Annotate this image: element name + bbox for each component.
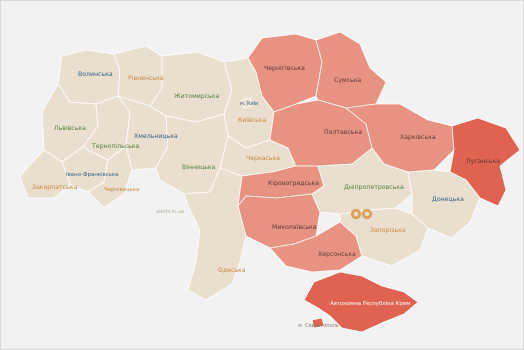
label-zaporizka: Запорізька bbox=[370, 226, 406, 234]
label-zakarpatska: Закарпатська bbox=[32, 184, 77, 191]
label-kyiv-city: м. Київ bbox=[240, 101, 258, 107]
label-cherkaska: Черкаська bbox=[246, 155, 280, 162]
label-khmelnytska: Хмельницька bbox=[134, 133, 178, 140]
label-lvivska: Львівська bbox=[54, 124, 86, 132]
label-mykolaivska: Миколаївська bbox=[272, 223, 317, 231]
region-odeska[interactable] bbox=[183, 167, 247, 301]
label-khersonska: Херсонська bbox=[318, 251, 356, 258]
label-volynska: Волинська bbox=[78, 71, 113, 78]
label-rivnenska: Рівненська bbox=[128, 74, 164, 82]
region-zakarpatska[interactable] bbox=[19, 149, 71, 199]
label-donetska: Донецька bbox=[432, 196, 464, 203]
label-luhanska: Луганська bbox=[466, 158, 500, 165]
label-kirovohradska: Кіровоградська bbox=[268, 179, 319, 187]
region-crimea[interactable] bbox=[303, 271, 419, 333]
label-vinnytska: Вінницька bbox=[182, 163, 216, 171]
region-zhytomyrska[interactable] bbox=[149, 51, 233, 123]
region-labels: Волинська Рівненська Житомирська м. Київ… bbox=[32, 64, 500, 329]
label-poltavska: Полтавська bbox=[324, 129, 362, 136]
label-dnipropetrovska: Дніпропетровська bbox=[344, 183, 404, 191]
region-kharkivska[interactable] bbox=[345, 103, 455, 173]
alerts-logo-icon bbox=[350, 208, 373, 220]
region-donetska[interactable] bbox=[407, 169, 481, 239]
label-kharkivska: Харківська bbox=[400, 133, 436, 141]
label-zhytomyrska: Житомирська bbox=[174, 93, 219, 100]
region-chernivetska[interactable] bbox=[87, 145, 133, 209]
label-crimea: Автономна Республіка Крим bbox=[330, 301, 410, 307]
region-zaporizka[interactable] bbox=[339, 207, 429, 267]
label-ivano-frankivska: Івано-Франківська bbox=[66, 172, 118, 178]
region-kyiv-city[interactable] bbox=[241, 97, 253, 109]
region-mykolaivska[interactable] bbox=[237, 193, 321, 249]
label-odeska: Одеська bbox=[218, 267, 246, 274]
label-sevastopol: м. Севастополь bbox=[298, 323, 339, 329]
label-chernihivska: Чернігівська bbox=[264, 64, 305, 72]
label-chernivetska: Чернівецька bbox=[104, 187, 139, 193]
region-sumska[interactable] bbox=[315, 31, 387, 109]
region-sevastopol[interactable] bbox=[311, 317, 325, 329]
label-ternopilska: Тернопільська bbox=[91, 142, 139, 150]
region-luhanska[interactable] bbox=[449, 117, 521, 207]
watermark-text: alerts.in.ua bbox=[156, 209, 184, 215]
label-sumska: Сумська bbox=[334, 77, 361, 84]
label-kyivska: Київська bbox=[238, 116, 267, 124]
